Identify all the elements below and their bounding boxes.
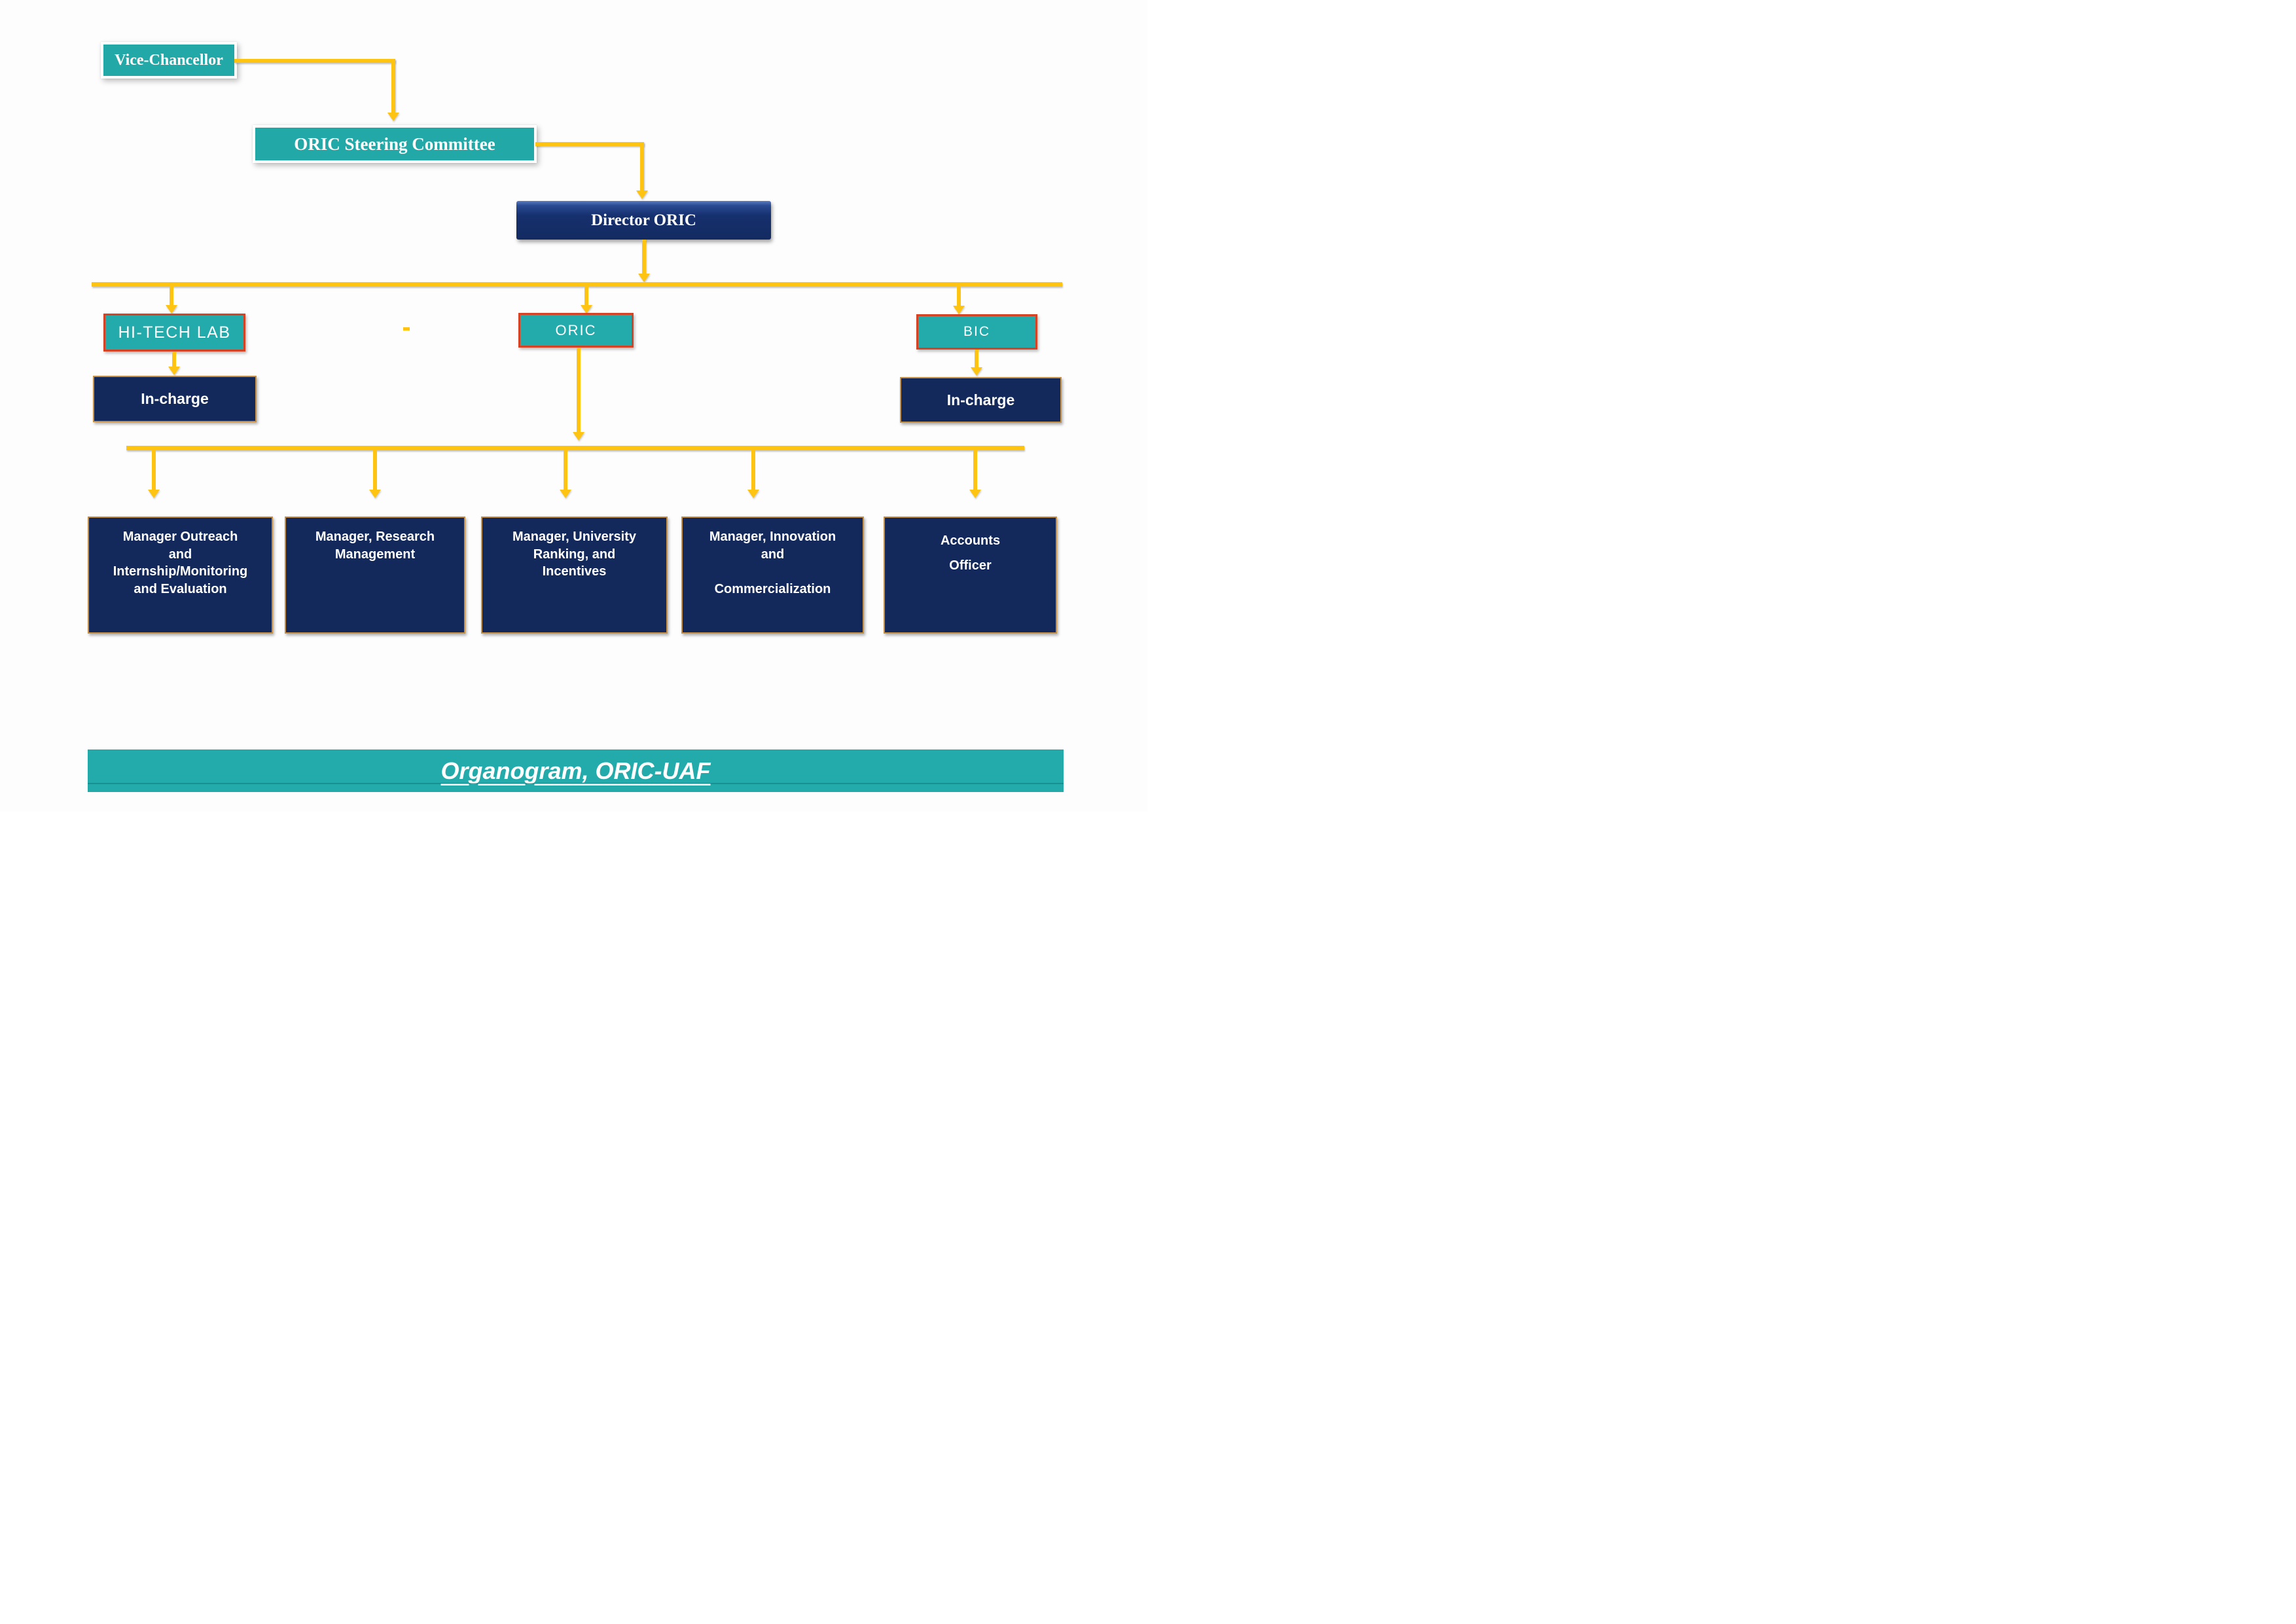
drop-to-manager-2 bbox=[373, 450, 377, 490]
connector-oric-vertical bbox=[577, 348, 581, 433]
arrow-down-icon bbox=[168, 367, 180, 375]
arrow-down-icon bbox=[560, 490, 571, 498]
arrow-down-icon bbox=[971, 367, 982, 376]
org-node-bic-incharge: In-charge bbox=[900, 377, 1062, 423]
manager-outreach-label: Manager Outreach and Internship/Monitori… bbox=[113, 530, 248, 596]
oric-label: ORIC bbox=[555, 321, 597, 338]
arrow-down-icon bbox=[148, 490, 160, 498]
bic-incharge-label: In-charge bbox=[946, 391, 1015, 408]
manager-ranking-label: Manager, University Ranking, and Incenti… bbox=[512, 530, 636, 579]
hitech-incharge-label: In-charge bbox=[141, 390, 209, 407]
stray-dash-mark bbox=[403, 327, 410, 331]
org-node-steering-committee: ORIC Steering Committee bbox=[253, 125, 537, 163]
connector-bic-incharge bbox=[975, 350, 978, 368]
connector-hitech-incharge bbox=[172, 352, 176, 367]
branch-line-level1 bbox=[92, 282, 1062, 287]
org-node-hitech-lab: HI-TECH LAB bbox=[103, 314, 245, 352]
arrow-down-icon bbox=[969, 490, 981, 498]
arrow-down-icon bbox=[387, 113, 399, 121]
org-node-director-oric: Director ORIC bbox=[516, 201, 771, 240]
org-node-oric: ORIC bbox=[518, 313, 634, 348]
connector-vc-horizontal bbox=[234, 59, 395, 63]
org-node-bic: BIC bbox=[916, 314, 1037, 350]
footer-title: Organogram, ORIC-UAF bbox=[440, 757, 711, 784]
drop-to-manager-1 bbox=[152, 450, 156, 490]
drop-to-hitech bbox=[170, 287, 173, 306]
org-node-vice-chancellor: Vice-Chancellor bbox=[101, 42, 237, 79]
connector-osc-vertical bbox=[640, 142, 644, 190]
connector-director-vertical bbox=[642, 240, 646, 274]
drop-to-manager-5 bbox=[973, 450, 977, 490]
footer-banner: Organogram, ORIC-UAF bbox=[88, 749, 1064, 792]
steering-committee-label: ORIC Steering Committee bbox=[294, 134, 495, 154]
arrow-down-icon bbox=[581, 305, 592, 314]
arrow-down-icon bbox=[638, 274, 650, 282]
bic-label: BIC bbox=[963, 324, 990, 339]
accounts-officer-label: Accounts Officer bbox=[940, 533, 1001, 573]
org-node-accounts-officer: Accounts Officer bbox=[884, 516, 1057, 634]
arrow-down-icon bbox=[747, 490, 759, 498]
arrow-down-icon bbox=[166, 305, 177, 314]
hitech-lab-label: HI-TECH LAB bbox=[118, 323, 231, 342]
connector-vc-vertical bbox=[391, 59, 395, 113]
connector-osc-horizontal bbox=[535, 142, 644, 146]
arrow-down-icon bbox=[573, 432, 584, 441]
vice-chancellor-label: Vice-Chancellor bbox=[115, 51, 223, 69]
arrow-down-icon bbox=[953, 306, 965, 314]
drop-to-manager-3 bbox=[564, 450, 567, 490]
banner-rule-line bbox=[88, 783, 1064, 784]
director-oric-label: Director ORIC bbox=[591, 211, 696, 229]
branch-line-level2 bbox=[126, 446, 1024, 450]
org-node-manager-innovation: Manager, Innovation and Commercializatio… bbox=[681, 516, 864, 634]
drop-to-manager-4 bbox=[751, 450, 755, 490]
organogram-canvas: Vice-Chancellor ORIC Steering Committee … bbox=[0, 0, 1148, 812]
org-node-hitech-incharge: In-charge bbox=[93, 376, 257, 422]
drop-to-bic bbox=[957, 287, 961, 306]
manager-research-label: Manager, Research Management bbox=[315, 530, 435, 562]
manager-innovation-label: Manager, Innovation and Commercializatio… bbox=[709, 530, 836, 596]
org-node-manager-outreach: Manager Outreach and Internship/Monitori… bbox=[88, 516, 273, 634]
org-node-manager-ranking: Manager, University Ranking, and Incenti… bbox=[481, 516, 668, 634]
org-node-manager-research: Manager, Research Management bbox=[285, 516, 465, 634]
arrow-down-icon bbox=[636, 190, 648, 199]
drop-to-oric bbox=[584, 287, 588, 306]
arrow-down-icon bbox=[369, 490, 381, 498]
